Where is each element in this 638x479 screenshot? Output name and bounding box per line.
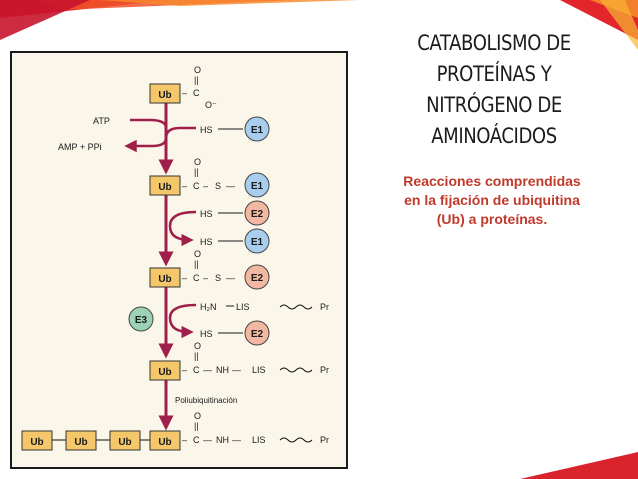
s-label: S	[215, 273, 221, 283]
atp-label: ATP	[93, 116, 110, 126]
atp-in-arrow	[130, 118, 168, 129]
e2-label: E2	[251, 329, 264, 340]
o-label: O	[194, 411, 201, 421]
svg-text:–: –	[203, 181, 208, 191]
o-label: O	[194, 341, 201, 351]
ub-label: Ub	[158, 367, 171, 378]
e2-swap-arrow	[168, 210, 197, 247]
svg-text:–: –	[182, 88, 187, 98]
e2-circle	[244, 264, 270, 290]
hs-label: HS	[200, 329, 213, 339]
title-line-2: NITRÓGENO DE AMINOÁCIDOS	[426, 93, 562, 148]
pr-label: Pr	[320, 435, 329, 445]
e1-label: E1	[251, 237, 264, 248]
caption-line-3: (Ub) a proteínas.	[436, 211, 548, 227]
carbonyl-groups: O || – C O⁻ O || – C – S — O || – C – S …	[58, 65, 329, 445]
lis-label: LIS	[236, 302, 250, 312]
e1-circle	[244, 228, 270, 254]
svg-text:—: —	[232, 435, 241, 445]
svg-text:–: –	[182, 365, 187, 375]
wavy-line	[279, 304, 313, 310]
side-arrows	[124, 118, 197, 339]
s-label: S	[215, 181, 221, 191]
hs-label: HS	[200, 237, 213, 247]
nh-label: NH	[216, 365, 229, 375]
svg-text:–: –	[182, 181, 187, 191]
wavy-line	[279, 367, 313, 373]
svg-text:–: –	[182, 435, 187, 445]
c-label: C	[193, 88, 200, 98]
o-minus-label: O⁻	[205, 100, 217, 110]
lis-label: LIS	[252, 365, 266, 375]
title-line-1: CATABOLISMO DE PROTEÍNAS Y	[417, 31, 571, 86]
e2-label: E2	[251, 273, 264, 284]
e2-label: E2	[251, 209, 264, 220]
slide-title: CATABOLISMO DE PROTEÍNAS Y NITRÓGENO DE …	[375, 28, 612, 152]
ub-box-3	[149, 267, 181, 288]
e3-circle	[128, 306, 154, 332]
pr-label: Pr	[320, 302, 329, 312]
pr-label: Pr	[320, 365, 329, 375]
svg-text:–: –	[182, 273, 187, 283]
svg-text:||: ||	[194, 351, 199, 361]
e2-circle	[244, 200, 270, 226]
ub-boxes	[21, 83, 181, 451]
svg-text:||: ||	[194, 259, 199, 269]
o-label: O	[194, 65, 201, 75]
ub-label: Ub	[158, 437, 171, 448]
figure-caption: Reacciones comprendidas en la fijación d…	[382, 172, 602, 229]
svg-text:—: —	[203, 365, 212, 375]
ub-label: Ub	[74, 437, 87, 448]
atp-out-arrow	[124, 126, 196, 153]
ub-label: Ub	[158, 90, 171, 101]
ub-box-4	[149, 360, 181, 381]
e2-circle	[244, 320, 270, 346]
ub-label: Ub	[158, 182, 171, 193]
svg-text:||: ||	[194, 167, 199, 177]
ub-box-1	[149, 83, 181, 104]
svg-text:—: —	[232, 365, 241, 375]
o-label: O	[194, 249, 201, 259]
o-label: O	[194, 157, 201, 167]
c-label: C	[193, 435, 200, 445]
caption-line-1: Reacciones comprendidas	[403, 173, 581, 189]
e1-label: E1	[251, 181, 264, 192]
amp-ppi-label: AMP + PPi	[58, 142, 102, 152]
svg-text:||: ||	[194, 75, 199, 85]
svg-text:–: –	[203, 273, 208, 283]
protein-chains	[279, 304, 313, 443]
h2n-label: H₂N	[200, 302, 217, 312]
ub-label: Ub	[158, 274, 171, 285]
svg-text:||: ||	[194, 421, 199, 431]
wavy-line	[279, 437, 313, 443]
e1-label: E1	[251, 125, 264, 136]
ub-label: Ub	[118, 437, 131, 448]
svg-text:—: —	[203, 435, 212, 445]
svg-text:—: —	[226, 181, 235, 191]
svg-text:—: —	[226, 273, 235, 283]
poliubiquitinacion-label: Poliubiquitinación	[175, 396, 237, 405]
e1-circle	[244, 172, 270, 198]
hs-label: HS	[200, 209, 213, 219]
c-label: C	[193, 365, 200, 375]
nh-label: NH	[216, 435, 229, 445]
e1-circle	[244, 116, 270, 142]
lis-label: LIS	[252, 435, 266, 445]
e3-label: E3	[135, 315, 148, 326]
c-label: C	[193, 273, 200, 283]
hs-label: HS	[200, 125, 213, 135]
c-label: C	[193, 181, 200, 191]
ub-label: Ub	[30, 437, 43, 448]
caption-line-2: en la fijación de ubiquitina	[404, 192, 580, 208]
diagram-panel	[10, 51, 348, 469]
e3-swap-arrow	[168, 303, 197, 339]
ub-box-2	[149, 175, 181, 196]
